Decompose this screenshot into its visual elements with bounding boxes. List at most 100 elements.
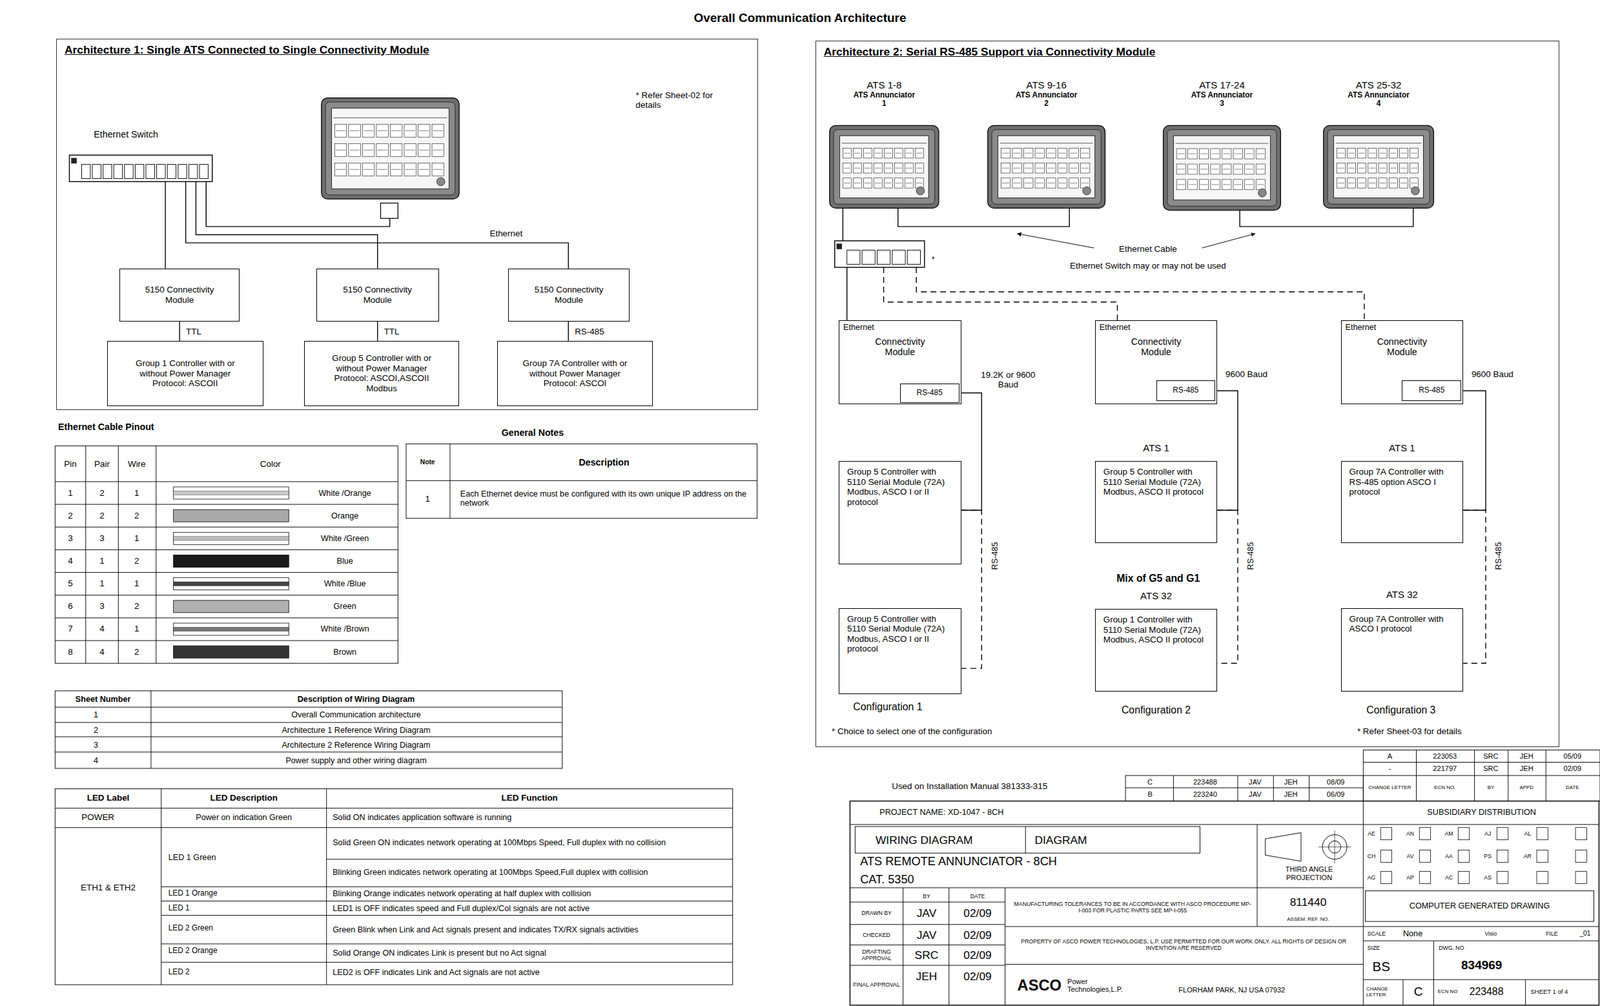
rule-line [1400, 167, 1407, 169]
rule-line [1334, 830, 1336, 864]
annunciator-cell [1080, 147, 1090, 158]
label-text: Configuration 3 [1366, 704, 1436, 717]
rule-line [54, 807, 733, 809]
annunciator-cell [1336, 178, 1345, 188]
annunciator-knob [436, 177, 445, 186]
checkbox [1457, 827, 1469, 841]
label-text: 2 [134, 646, 139, 657]
ctlh-node: ATS 32Group 1 Controller with 5110 Seria… [1095, 586, 1218, 693]
annunciator-cell [431, 123, 444, 137]
label-text: B [1147, 789, 1152, 799]
rule-line [1200, 184, 1208, 185]
label-text: DIAGRAM [1034, 833, 1087, 847]
annunciator-cell [418, 162, 431, 176]
ctl-node: Group 5 Controller with 5110 Serial Modu… [838, 461, 962, 565]
rule-line [1415, 750, 1417, 802]
annunciator-cell [1199, 164, 1209, 175]
label-text: 223488 [1469, 985, 1504, 998]
annunciator-knob [1082, 186, 1092, 195]
wire-label: RS-485 [991, 541, 1001, 572]
ann-node: ATS 1-8ATS Annunciator 1 [829, 79, 939, 208]
label-text: 2 [93, 725, 99, 735]
switch-port [134, 164, 144, 179]
label-text: 1 [134, 578, 139, 589]
rule-line [1222, 153, 1231, 155]
label-text: Sheet Number [75, 694, 132, 704]
annunciator-cell [1233, 148, 1243, 159]
rule-line [1358, 167, 1365, 169]
panel-heading: Architecture 1: Single ATS Connected to … [56, 39, 758, 61]
connector-wire [1461, 390, 1486, 511]
sw-node: Ethernet Switch [69, 126, 214, 182]
projection-symbol [1265, 832, 1302, 862]
label-text: AE [1367, 830, 1376, 837]
rule-line [1188, 168, 1196, 170]
rule-line [1507, 750, 1509, 802]
controller-box: Group 1 Controller with 5110 Serial Modu… [1095, 608, 1218, 692]
label-text: DWG. NO [1438, 944, 1464, 952]
label-text: ATS REMOTE ANNUNCIATOR - 8CH [860, 854, 1057, 868]
label-text: 02/09 [963, 906, 992, 920]
annunciator-cell [1368, 163, 1377, 174]
label-text: AC [1445, 874, 1453, 881]
rule-line [1256, 824, 1258, 927]
label-text: Note [420, 458, 436, 467]
annunciator-cell [1012, 163, 1022, 174]
rule-line [1379, 153, 1387, 154]
label-text: 06/09 [1326, 789, 1345, 799]
label-text: 221797 [1432, 764, 1457, 773]
label-text: 4 [99, 624, 104, 635]
switch-port [199, 164, 208, 179]
label-text: 2 [67, 510, 73, 521]
box-node: Group 7A Controller with or without Powe… [497, 340, 654, 407]
annunciator-cell [914, 147, 924, 158]
label-text: LED 1 [168, 903, 190, 913]
label-text: AJ [1484, 830, 1491, 837]
checkbox [1575, 827, 1587, 841]
rule-line [1036, 167, 1044, 169]
annunciator-name: ATS Annunciator 2 [1013, 91, 1079, 109]
switch-port [892, 249, 906, 265]
annunciator-cell [1346, 178, 1356, 188]
annunciator-cell [1368, 147, 1377, 158]
label-text: AS [1483, 874, 1492, 881]
annunciator-cell [1244, 164, 1254, 175]
controller-box: Group 7A Controller with RS-485 option A… [1341, 461, 1464, 543]
label-text: LED Function [501, 792, 558, 803]
rule-line [1173, 775, 1174, 802]
annunciator-cell [348, 143, 361, 157]
label-text: BY [1487, 784, 1495, 791]
rule-line [885, 167, 892, 169]
checkbox [1536, 871, 1548, 884]
rule-line [1363, 801, 1364, 1006]
rule-line [1257, 168, 1265, 170]
rule-line [1047, 182, 1055, 184]
label-text: Green [333, 601, 357, 612]
rule-line [849, 965, 1005, 966]
connector-wire [842, 207, 844, 241]
rule-line [54, 640, 398, 642]
cm-node: EthernetConnectivity ModuleRS-485 [838, 320, 962, 405]
rule-line [333, 117, 447, 119]
label-text: AA [1445, 852, 1453, 860]
connector-wire [178, 321, 180, 341]
annunciator-cell [1069, 178, 1079, 188]
box-node: Group 5 Controller with or without Power… [304, 340, 460, 407]
annunciator-cell [1210, 164, 1220, 175]
rule-line [1200, 153, 1208, 155]
rule-line [391, 169, 401, 170]
box-text: 5150 Connectivity Module [524, 284, 614, 305]
rule-line [849, 944, 1005, 946]
label-text: Architecture 1 Reference Wiring Diagram [281, 725, 431, 735]
label-text: Ethernet Cable [1118, 244, 1178, 254]
annunciator-cell [1399, 147, 1408, 158]
power-plug [380, 202, 398, 219]
annunciator-cell [1080, 178, 1090, 188]
label-text: 7 [67, 624, 73, 635]
rule-line [326, 858, 733, 860]
annunciator-cell [1000, 178, 1010, 188]
annunciator-cell [1221, 148, 1231, 159]
rule-line [161, 914, 733, 916]
rule-line [1348, 182, 1355, 184]
label-text: 9600 Baud [1225, 369, 1268, 380]
